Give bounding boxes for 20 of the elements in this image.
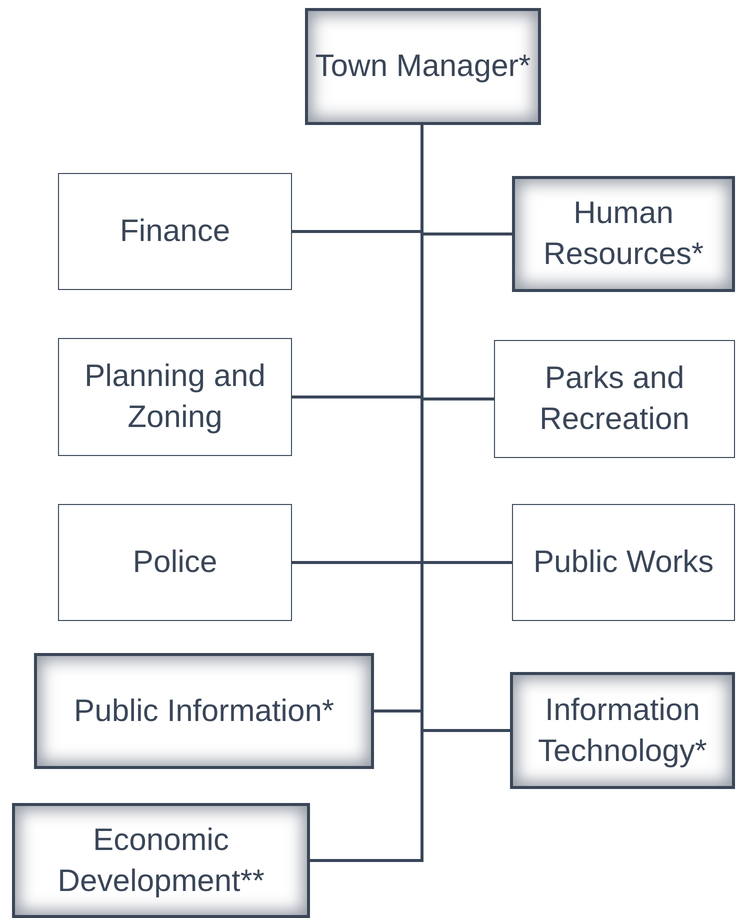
department-box	[512, 176, 735, 292]
department-name: Information Technology*	[537, 690, 708, 770]
department-name: Parks and Recreation	[538, 359, 690, 438]
department-name: Town Manager*	[314, 47, 532, 86]
department-box	[12, 803, 310, 918]
department-box	[510, 672, 735, 789]
department-name: Planning and Zoning	[84, 357, 266, 436]
department-name: Human Resources*	[542, 194, 705, 273]
department-box	[305, 8, 541, 125]
department-name: Police	[132, 543, 218, 582]
department-name: Finance	[118, 212, 232, 250]
department-name: Economic Development**	[56, 820, 266, 900]
department-name: Public Information*	[72, 692, 336, 730]
department-box	[34, 653, 374, 769]
department-box	[494, 340, 735, 458]
department-box	[58, 173, 292, 290]
department-box	[58, 504, 292, 621]
department-box	[512, 504, 735, 621]
department-name: Public Works	[532, 543, 715, 582]
department-box	[58, 338, 292, 456]
